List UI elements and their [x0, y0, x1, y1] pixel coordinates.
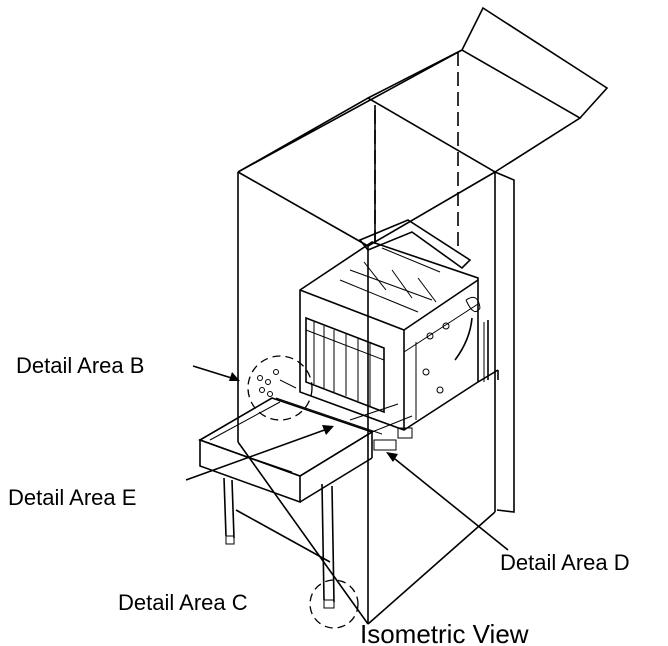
detail-b-circle — [247, 355, 313, 421]
extension-tray — [198, 369, 413, 609]
detail-area-b-label: Detail Area B — [16, 353, 144, 378]
detail-area-d-label: Detail Area D — [500, 550, 630, 575]
view-title: Isometric View — [360, 619, 529, 646]
detail-area-e-label: Detail Area E — [8, 485, 136, 510]
detail-c-circle — [309, 579, 359, 629]
leader-lines — [185, 365, 509, 551]
detail-area-c-label: Detail Area C — [118, 590, 248, 615]
breaker-assembly — [299, 219, 499, 431]
carton-box — [235, 6, 609, 625]
